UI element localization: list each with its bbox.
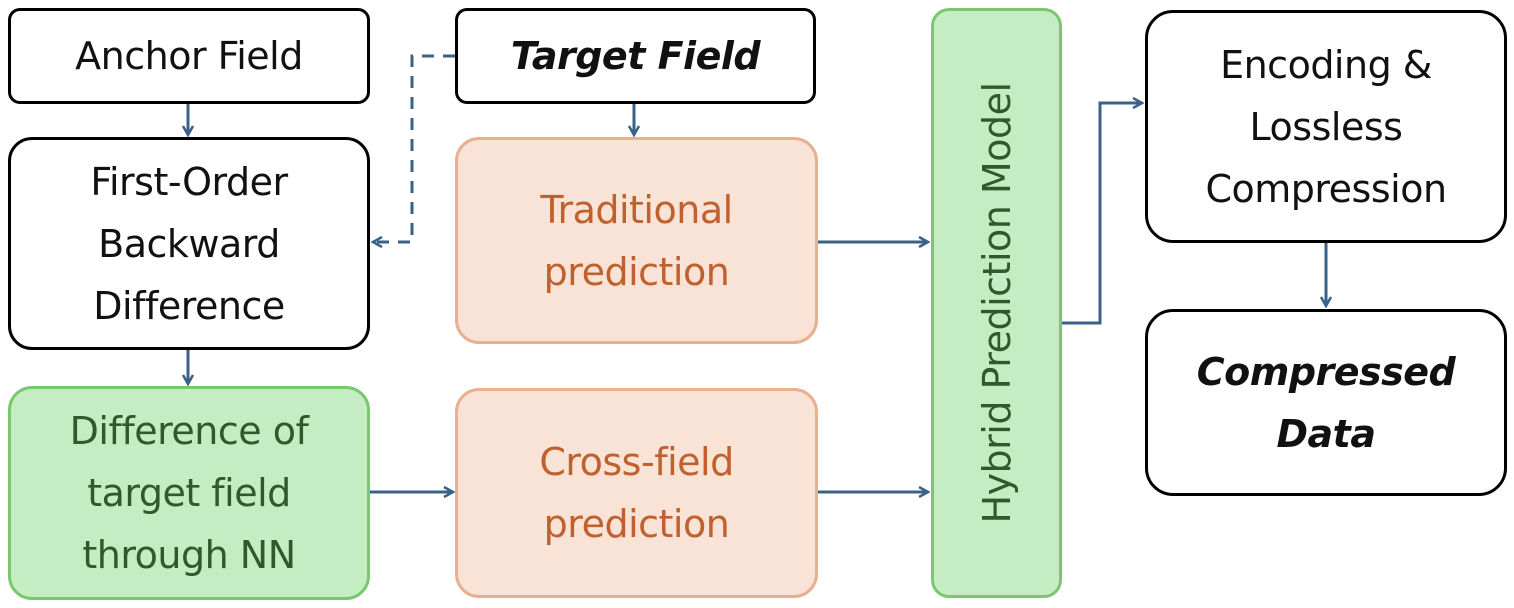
encoding-line-2: Lossless (1249, 104, 1403, 149)
first-order-difference-box: First-Order Backward Difference (8, 137, 370, 350)
traditional-line-1: Traditional (540, 187, 733, 232)
compressed-line-1: Compressed (1196, 349, 1456, 394)
dashed-arrow-target-to-first-order (373, 54, 455, 242)
first-order-line-3: Difference (93, 283, 285, 328)
cross-field-line-1: Cross-field (539, 440, 734, 484)
first-order-line-2: Backward (98, 221, 280, 266)
traditional-line-2: prediction (543, 249, 730, 294)
difference-nn-line-3: through NN (82, 533, 296, 577)
encoding-compression-box: Encoding & Lossless Compression (1145, 10, 1507, 243)
arrow-hybrid-to-encoding (1062, 103, 1142, 325)
compressed-data-box: Compressed Data (1145, 309, 1507, 496)
hybrid-prediction-model-label: Hybrid Prediction Model (974, 82, 1019, 524)
compressed-line-2: Data (1276, 411, 1377, 456)
encoding-line-1: Encoding & (1220, 42, 1432, 87)
traditional-prediction-box: Traditional prediction (455, 137, 818, 344)
hybrid-prediction-model-box: Hybrid Prediction Model (931, 8, 1062, 598)
cross-field-line-2: prediction (543, 502, 730, 546)
anchor-field-label: Anchor Field (75, 34, 303, 78)
anchor-field-box: Anchor Field (8, 8, 370, 104)
difference-nn-line-2: target field (87, 471, 291, 515)
target-field-label: Target Field (510, 34, 761, 78)
encoding-line-3: Compression (1205, 166, 1447, 211)
difference-nn-line-1: Difference of (69, 409, 309, 453)
first-order-line-1: First-Order (90, 159, 288, 204)
cross-field-prediction-box: Cross-field prediction (455, 388, 818, 598)
target-field-box: Target Field (455, 8, 816, 104)
difference-nn-box: Difference of target field through NN (8, 386, 370, 600)
